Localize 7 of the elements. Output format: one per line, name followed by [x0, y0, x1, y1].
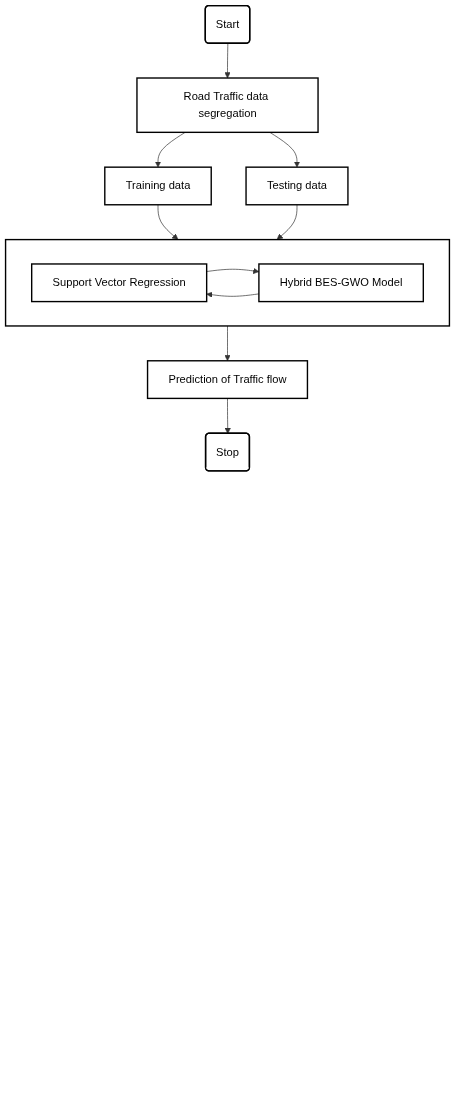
node-box: Prediction of Traffic flow: [146, 360, 309, 400]
node-box: Training data: [104, 166, 212, 206]
node-box: Testing data: [245, 166, 349, 206]
node-box: Hybrid BES-GWO Model: [258, 263, 424, 303]
cluster: [4, 238, 451, 327]
node-box: Support Vector Regression: [31, 263, 208, 303]
node-box: Road Traffic data segregation: [136, 77, 319, 134]
